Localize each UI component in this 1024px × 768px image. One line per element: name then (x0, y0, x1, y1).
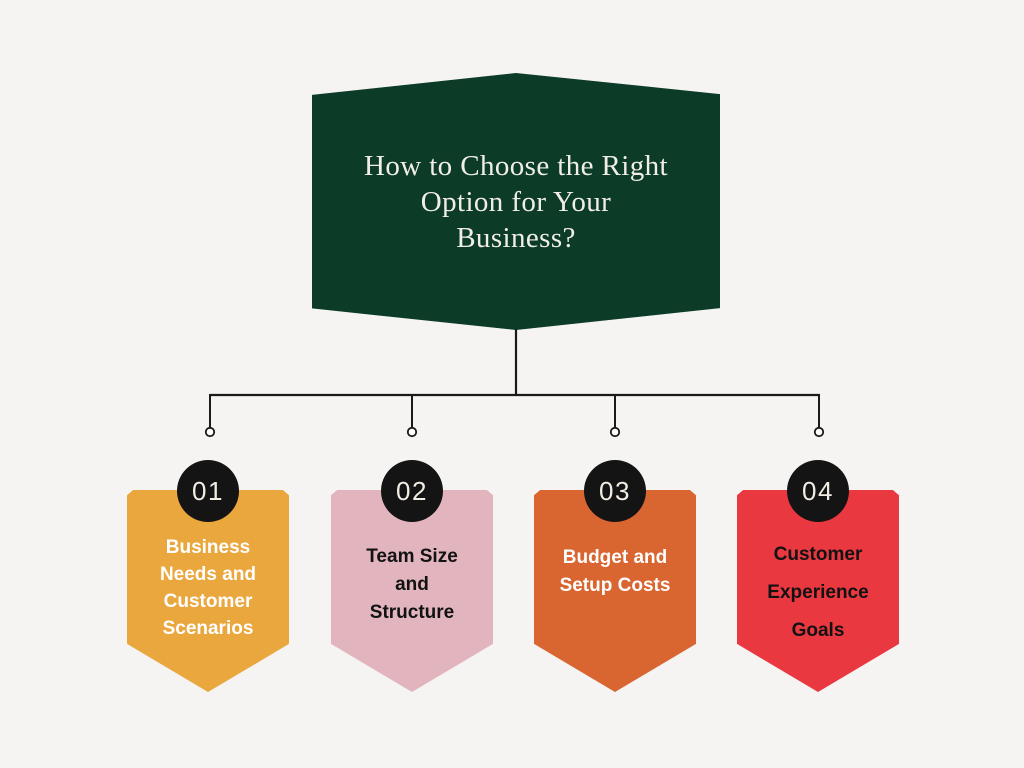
header-banner: How to Choose the Right Option for Your … (312, 73, 720, 330)
connector-node-2 (406, 426, 418, 438)
step-pennant-03: Budget and Setup Costs (534, 490, 696, 692)
step-pennant-02: Team Size and Structure (331, 490, 493, 692)
step-card-02: Team Size and Structure 02 (331, 460, 493, 692)
step-number-badge-01: 01 (177, 460, 239, 522)
step-pennant-04: Customer Experience Goals (737, 490, 899, 692)
connector-node-1 (204, 426, 216, 438)
step-card-04: Customer Experience Goals 04 (737, 460, 899, 692)
step-card-01: Business Needs and Customer Scenarios 01 (127, 460, 289, 692)
step-pennant-01: Business Needs and Customer Scenarios (127, 490, 289, 692)
step-label-04: Customer Experience Goals (767, 544, 869, 641)
step-label-03: Budget and Setup Costs (559, 547, 671, 596)
step-number-badge-03: 03 (584, 460, 646, 522)
connector-node-4 (813, 426, 825, 438)
connector-node-3 (609, 426, 621, 438)
step-label-02: Team Size and Structure (366, 546, 458, 623)
step-number-badge-02: 02 (381, 460, 443, 522)
step-card-03: Budget and Setup Costs 03 (534, 460, 696, 692)
page-title: How to Choose the Right Option for Your … (363, 149, 669, 254)
step-label-01: Business Needs and Customer Scenarios (159, 537, 257, 639)
step-number-badge-04: 04 (787, 460, 849, 522)
